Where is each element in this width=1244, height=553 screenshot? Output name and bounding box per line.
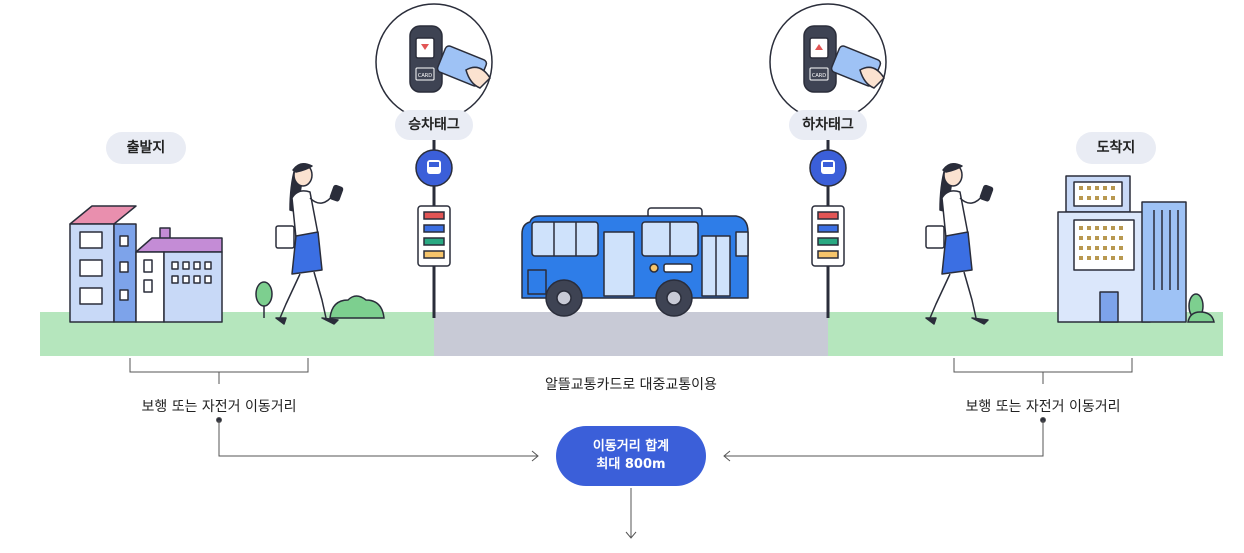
total-line1: 이동거리 합계 bbox=[592, 439, 670, 454]
card-slot-label: CARD bbox=[812, 73, 826, 79]
walking-woman-icon bbox=[275, 163, 344, 325]
left-connector bbox=[216, 417, 539, 462]
tree-icon bbox=[255, 281, 273, 318]
start-label: 출발지 bbox=[106, 132, 186, 164]
office-building-icon bbox=[1057, 175, 1187, 323]
house-icon bbox=[69, 205, 223, 323]
end-label: 도착지 bbox=[1076, 132, 1156, 164]
right-distance-caption: 보행 또는 자전거 이동거리 bbox=[965, 399, 1121, 415]
left-bracket bbox=[129, 358, 309, 384]
card-slot-label: CARD bbox=[418, 73, 432, 79]
bus-icon bbox=[521, 207, 749, 317]
walking-woman-icon bbox=[925, 163, 994, 325]
bush-icon bbox=[329, 295, 385, 319]
road bbox=[434, 312, 828, 356]
right-bracket bbox=[953, 358, 1133, 384]
alight-tag-label: 하차태그 bbox=[789, 110, 867, 140]
transit-caption: 알뜰교통카드로 대중교통이용 bbox=[545, 377, 717, 393]
left-distance-caption: 보행 또는 자전거 이동거리 bbox=[141, 399, 297, 415]
total-distance-badge: 이동거리 합계 최대 800m bbox=[556, 426, 706, 486]
total-line2: 최대 800m bbox=[596, 457, 666, 472]
board-stop-icon: CARD bbox=[375, 3, 493, 318]
window-grid-icon bbox=[1079, 186, 1123, 260]
plant-icon bbox=[1187, 293, 1215, 323]
alight-stop-icon: CARD bbox=[769, 3, 887, 318]
down-arrow bbox=[625, 488, 637, 539]
right-connector bbox=[723, 417, 1046, 462]
board-tag-label: 승차태그 bbox=[395, 110, 473, 140]
